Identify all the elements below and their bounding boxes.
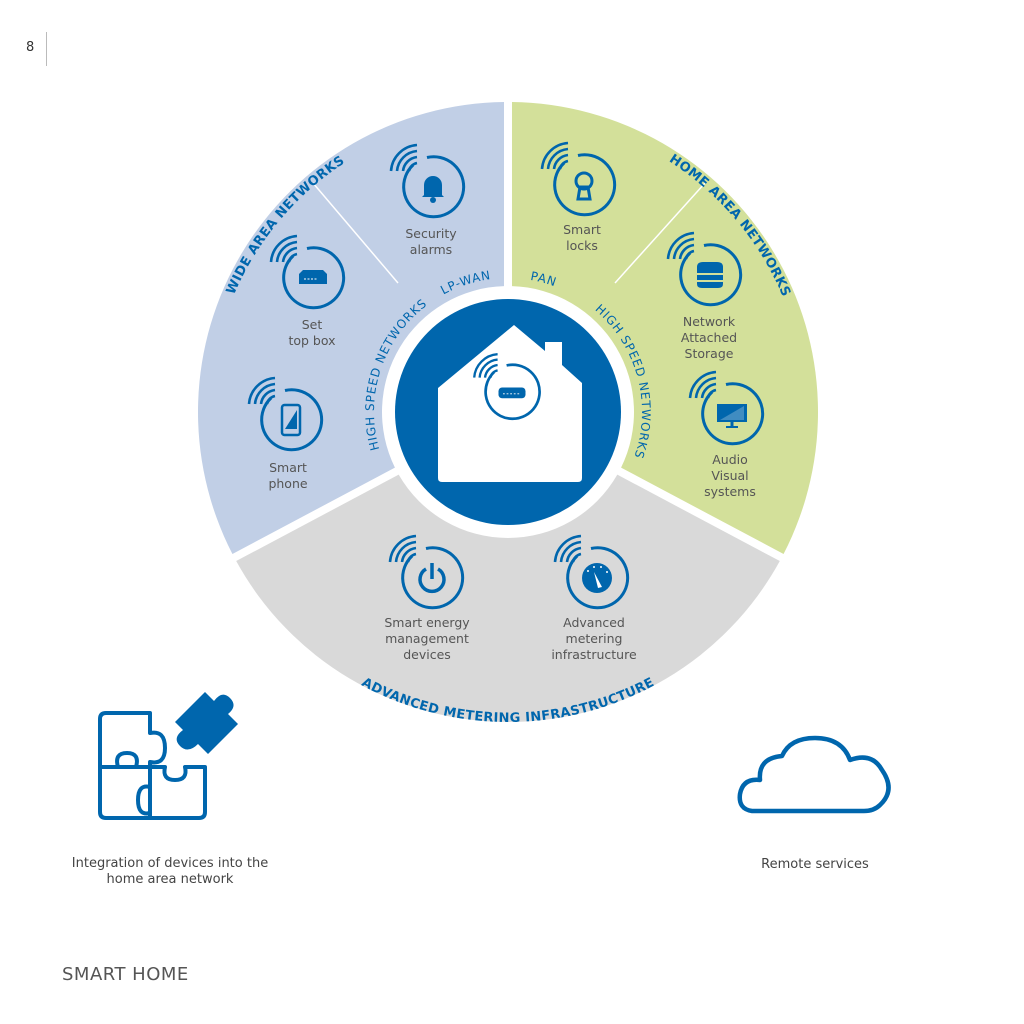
monitor-icon <box>688 370 765 446</box>
device-label: Network <box>683 314 736 329</box>
bell-icon <box>389 143 466 219</box>
device-label: phone <box>268 476 307 491</box>
remote-services-caption: Remote services <box>761 857 869 872</box>
device-label: top box <box>288 333 335 348</box>
footer-title: SMART HOME <box>62 964 189 985</box>
device-label: management <box>385 631 469 646</box>
device-label: locks <box>566 238 598 253</box>
page-number: 8 <box>26 40 35 55</box>
device-label: alarms <box>410 242 452 257</box>
puzzle-icon <box>98 711 207 820</box>
set-top-box-icon <box>269 234 346 310</box>
device-label: Advanced <box>563 615 625 630</box>
device-label: infrastructure <box>551 647 637 662</box>
center-label-1: Smart home <box>472 430 550 445</box>
device-label: devices <box>403 647 451 662</box>
power-icon <box>388 534 465 610</box>
sector-advanced-metering <box>236 474 780 722</box>
center-label-3: or hub <box>491 462 532 477</box>
device-label: metering <box>566 631 623 646</box>
device-label: Smart <box>563 222 601 237</box>
house-icon <box>438 325 582 482</box>
cloud-icon <box>737 735 891 814</box>
han-divider <box>614 182 706 284</box>
device-label: Smart energy <box>384 615 470 630</box>
puzzle-piece-icon <box>175 692 238 754</box>
integration-caption: Integration of devices into the home are… <box>71 856 269 887</box>
router-icon <box>473 353 541 421</box>
center-label-2: gateway <box>484 446 538 461</box>
device-label: Set <box>302 317 323 332</box>
device-label: Audio <box>712 452 748 467</box>
storage-icon <box>666 231 743 307</box>
device-label: Smart <box>269 460 307 475</box>
wan-divider <box>312 182 399 284</box>
device-label: Attached <box>681 330 737 345</box>
keyhole-icon <box>540 141 617 217</box>
device-label: systems <box>704 484 756 499</box>
page-number-divider <box>46 32 47 66</box>
device-label: Storage <box>685 346 734 361</box>
gauge-icon <box>553 534 630 610</box>
device-label: Security <box>405 226 457 241</box>
smartphone-icon <box>247 376 324 452</box>
device-label: Visual <box>711 468 748 483</box>
